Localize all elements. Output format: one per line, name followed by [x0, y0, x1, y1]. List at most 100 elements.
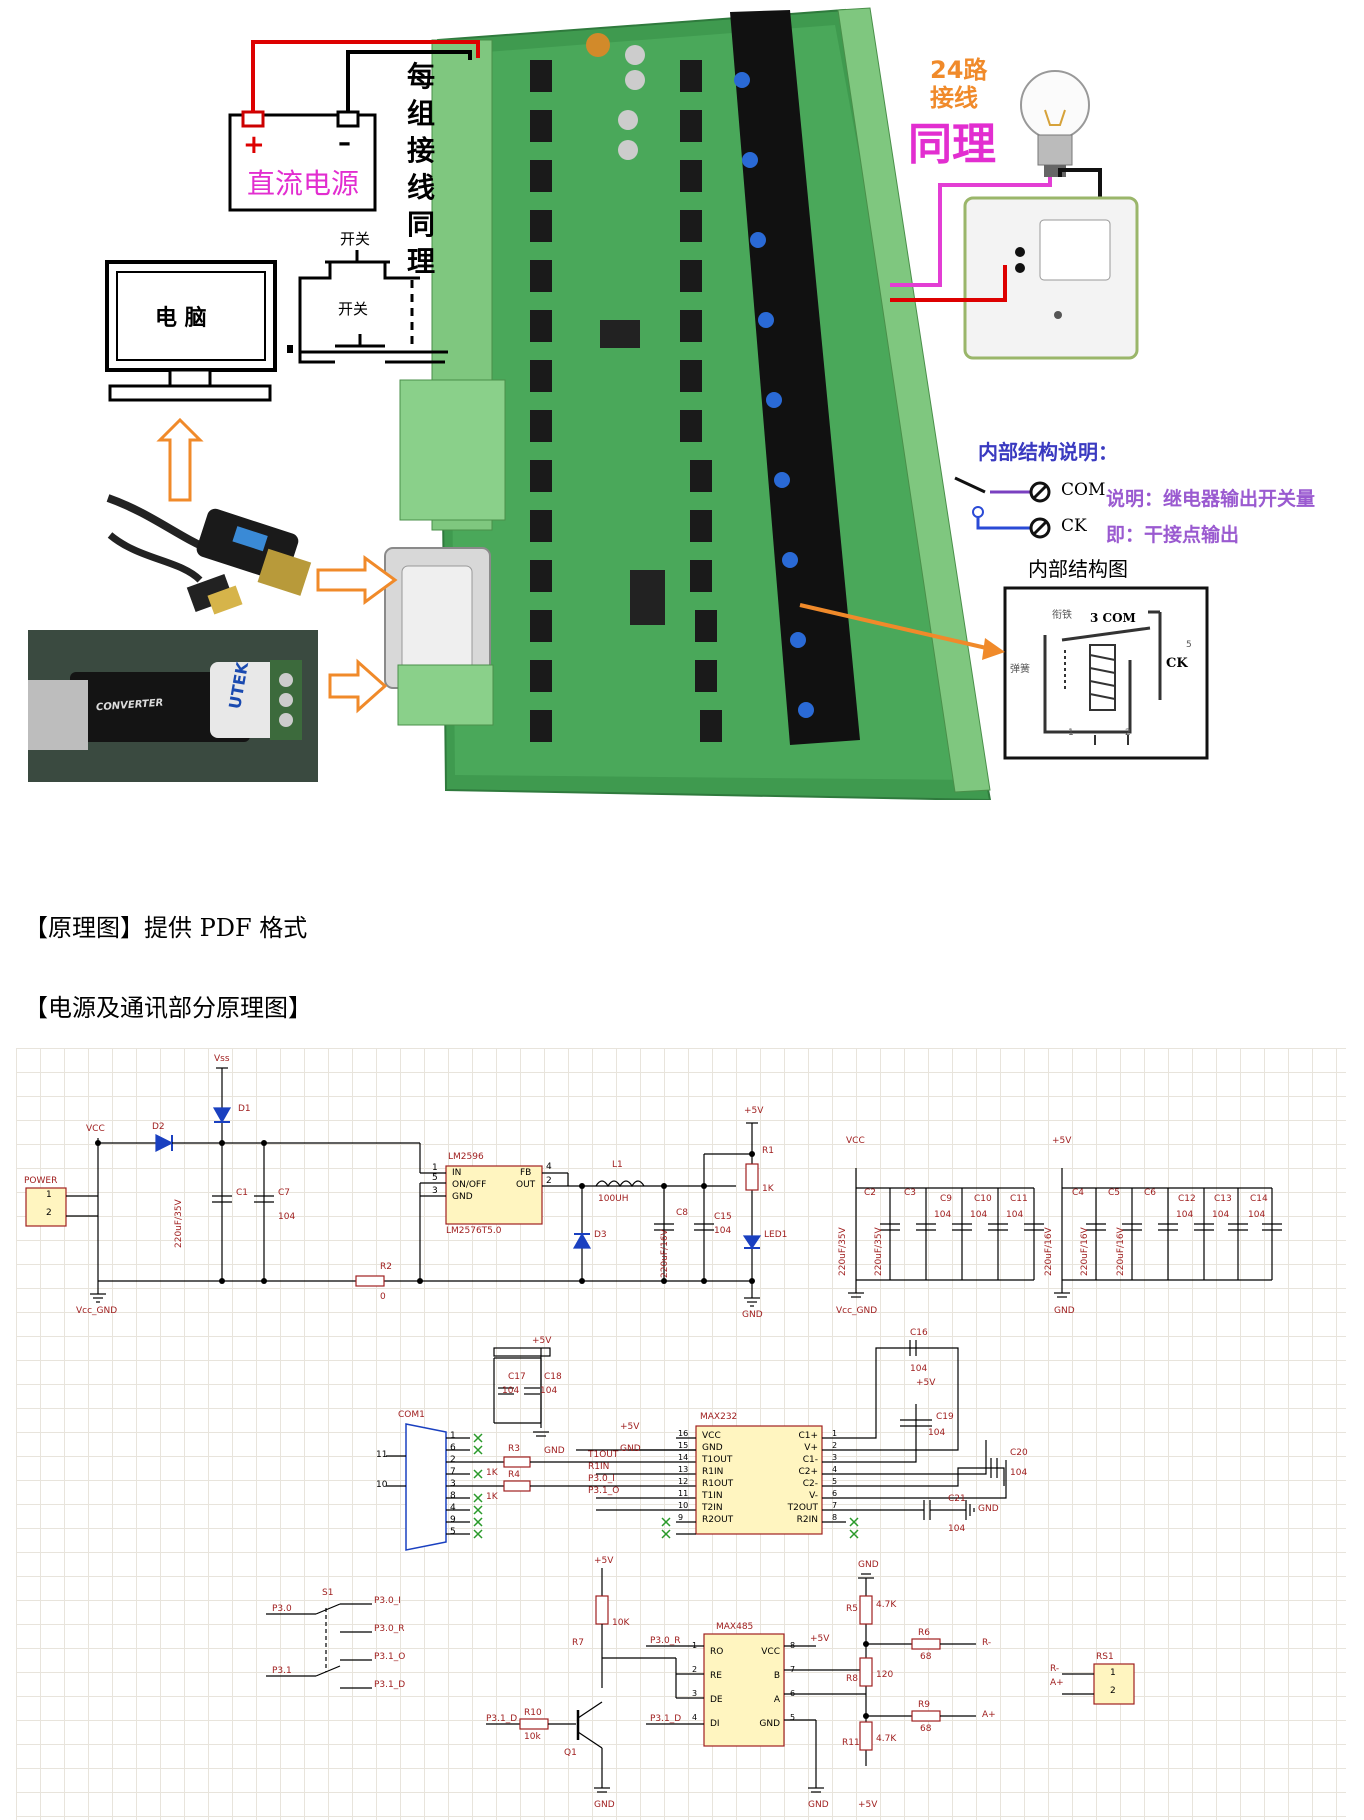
computer-monitor: [105, 260, 293, 402]
lbl-lm-p1: 1: [432, 1163, 438, 1173]
lbl-gnd-e: GND: [978, 1504, 999, 1514]
lbl-5v-c: +5V: [532, 1336, 552, 1346]
lbl-r8: R8: [846, 1674, 858, 1684]
lbl-r6: R6: [918, 1628, 930, 1638]
lbl-c8: C8: [676, 1208, 689, 1218]
lbl-c1v: 220uF/35V: [174, 1199, 184, 1248]
lbl-c1: C1: [236, 1188, 249, 1198]
lbl-p30r: P3.0_R: [650, 1636, 681, 1646]
lbl-c15: C15: [714, 1212, 732, 1222]
lbl-com1: COM1: [398, 1410, 425, 1420]
ch24-label: 24路: [930, 56, 988, 84]
lbl-lm-p2: 2: [546, 1176, 552, 1186]
structure-title: 内部结构图: [1028, 557, 1128, 581]
lbl-sw-p31o: P3.1_O: [374, 1652, 406, 1662]
lbl-gnd-f: GND: [594, 1800, 615, 1810]
lbl-db9-9: 9: [450, 1515, 456, 1525]
lbl-r6v: 68: [920, 1652, 932, 1662]
computer-label: 电 脑: [155, 306, 207, 331]
lbl-rs-r: R-: [1050, 1664, 1060, 1674]
lbl-rs-p2: 2: [1110, 1686, 1116, 1696]
lbl-net11: 11: [376, 1450, 388, 1460]
lbl-5v-e: +5V: [916, 1378, 936, 1388]
dc-power-label: 直流电源: [247, 167, 360, 200]
internal-title: 内部结构说明：: [978, 440, 1118, 464]
lbl-p31o: P3.1_O: [588, 1486, 620, 1496]
lbl-5v-g: +5V: [810, 1634, 830, 1644]
lbl-q1: Q1: [564, 1748, 577, 1758]
lbl-5v-d: +5V: [620, 1422, 640, 1432]
ck-label: CK: [1061, 516, 1087, 536]
lbl-vss: Vss: [214, 1054, 230, 1064]
lbl-r9: R9: [918, 1700, 930, 1710]
lbl-net10: 10: [376, 1480, 388, 1490]
lbl-r7: R7: [572, 1638, 584, 1648]
lbl-gnd-g: GND: [808, 1800, 829, 1810]
lbl-c21v: 104: [948, 1524, 966, 1534]
lbl-r5: R5: [846, 1604, 858, 1614]
lbl-rs1: RS1: [1096, 1652, 1114, 1662]
minus-sign: –: [338, 128, 351, 158]
lbl-db9-7: 7: [450, 1467, 456, 1477]
lbl-db9-6: 6: [450, 1443, 456, 1453]
lbl-b2-104a: 104: [1176, 1210, 1194, 1220]
lbl-d2: D2: [152, 1122, 165, 1132]
schematic-wires: [25, 1067, 1282, 1793]
lbl-r5v: 4.7K: [876, 1600, 897, 1610]
lbl-b2-104c: 104: [1248, 1210, 1266, 1220]
lbl-c16: C16: [910, 1328, 928, 1338]
lbl-r2: R2: [380, 1262, 392, 1272]
lbl-c19: C19: [936, 1412, 954, 1422]
orange-arrows: [156, 417, 398, 714]
schematic-labels: Vss VCC D1 D2 POWER 1 2 C1 C7 104 220uF/…: [16, 1048, 1346, 1820]
lbl-5v-h: +5V: [858, 1800, 878, 1810]
lbl-b1-104b: 104: [970, 1210, 988, 1220]
lbl-c12: C12: [1178, 1194, 1196, 1204]
lbl-c7: C7: [278, 1188, 291, 1198]
lbl-b2-16b: 220uF/16V: [1080, 1227, 1090, 1276]
usb-serial-cable: [106, 494, 312, 615]
lbl-c9: C9: [940, 1194, 953, 1204]
lbl-rs-a: A+: [1050, 1678, 1064, 1688]
lbl-c20v: 104: [1010, 1468, 1028, 1478]
lbl-c17v: 104: [502, 1386, 520, 1396]
lbl-db9-1: 1: [450, 1431, 456, 1441]
lbl-r10: R10: [524, 1708, 542, 1718]
lbl-c18v: 104: [540, 1386, 558, 1396]
lbl-db9-3: 3: [450, 1479, 456, 1489]
lbl-lm-gnd: GND: [452, 1192, 473, 1202]
lbl-5v-a: +5V: [744, 1106, 764, 1116]
same-label: 同理: [908, 119, 996, 170]
lbl-lm-fb: FB: [520, 1168, 532, 1178]
lbl-r1in: R1IN: [588, 1462, 610, 1472]
switch-label-2: 开关: [338, 300, 369, 318]
lbl-sw-p30i: P3.0_I: [374, 1596, 401, 1606]
lbl-s1: S1: [322, 1588, 334, 1598]
dc-power-supply: [228, 40, 480, 212]
lbl-c15v: 104: [714, 1226, 732, 1236]
lbl-c14: C14: [1250, 1194, 1268, 1204]
rs485-converter: [28, 630, 318, 782]
lbl-b1-104c: 104: [1006, 1210, 1024, 1220]
switch-wiring: [298, 250, 448, 364]
switch-label-1: 开关: [340, 230, 371, 248]
lbl-vcc-b: VCC: [846, 1136, 865, 1146]
lbl-r11: R11: [842, 1738, 860, 1748]
lbl-p30: P3.0: [272, 1604, 292, 1614]
relay-pin1: 1: [1068, 728, 1074, 738]
com-label: COM: [1061, 480, 1106, 500]
lbl-gnd-a: GND: [742, 1310, 763, 1320]
lbl-c5: C5: [1108, 1188, 1121, 1198]
relay-spring-label: 弹簧: [1010, 664, 1030, 675]
lbl-c8v: 220uF/16V: [660, 1229, 670, 1278]
lbl-c7v: 104: [278, 1212, 296, 1222]
relay-pin5: 5: [1186, 640, 1192, 650]
wiring-label: 接线: [930, 84, 978, 112]
